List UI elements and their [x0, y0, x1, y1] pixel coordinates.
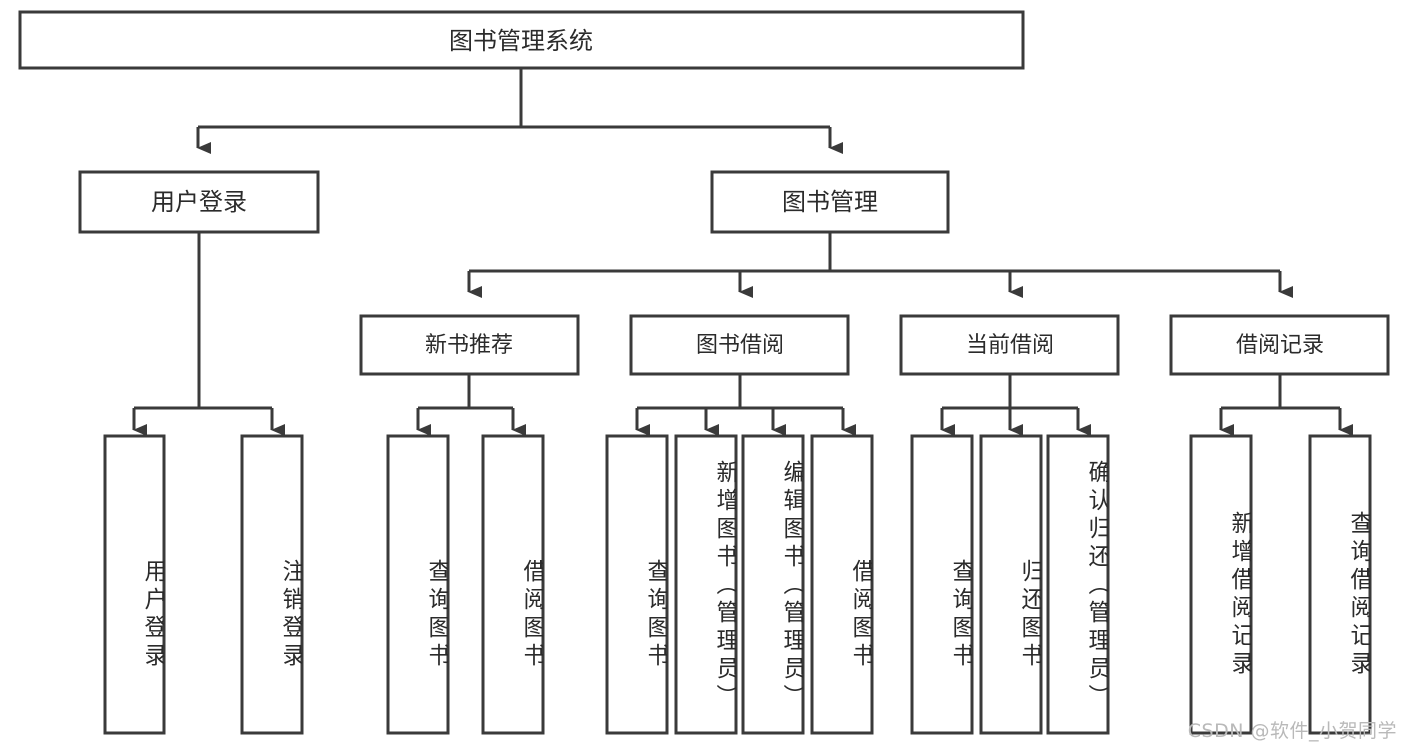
current-borrow-box[interactable] — [899, 314, 1120, 376]
node-current-borrow[interactable]: 当前借阅 — [899, 314, 1120, 376]
user-login-box[interactable] — [78, 170, 320, 234]
book-borrow-label: 图书借阅 — [696, 333, 784, 358]
connector-book-borrow-leaves — [635, 374, 856, 436]
leaf-box-add-book[interactable] — [674, 434, 738, 735]
root-label: 图书管理系统 — [449, 27, 593, 55]
connector-book-manage-bus — [467, 232, 1293, 298]
connector-root-bus — [196, 68, 843, 154]
leaf-box-query-book-3[interactable] — [910, 434, 974, 735]
root-box[interactable] — [18, 10, 1025, 70]
leaf-box-return-book[interactable] — [979, 434, 1043, 735]
node-book-manage[interactable]: 图书管理 — [710, 170, 950, 234]
user-login-label: 用户登录 — [151, 188, 247, 216]
current-borrow-label: 当前借阅 — [966, 333, 1054, 358]
leaf-box-edit-book[interactable] — [741, 434, 805, 735]
new-book-rec-label: 新书推荐 — [425, 333, 513, 358]
connector-borrow-record-leaves — [1219, 374, 1353, 436]
borrow-record-label: 借阅记录 — [1236, 333, 1324, 358]
leaf-box-query-book-1[interactable] — [386, 434, 450, 735]
leaf-box-query-record[interactable] — [1308, 434, 1372, 735]
leaf-box-borrow-book-2[interactable] — [810, 434, 874, 735]
leaf-box-add-record[interactable] — [1189, 434, 1253, 735]
node-root[interactable]: 图书管理系统 — [18, 10, 1025, 70]
leaf-box-query-book-2[interactable] — [605, 434, 669, 735]
leaf-box-confirm-return[interactable] — [1046, 434, 1110, 735]
leaf-box-logout[interactable] — [240, 434, 304, 735]
node-new-book-rec[interactable]: 新书推荐 — [359, 314, 580, 376]
node-book-borrow[interactable]: 图书借阅 — [629, 314, 850, 376]
leaf-box-borrow-book-1[interactable] — [481, 434, 545, 735]
connector-user-login-leaves — [132, 232, 285, 436]
csdn-watermark: CSDN @软件_小贺同学 — [1187, 720, 1397, 742]
connector-current-borrow-leaves — [940, 374, 1091, 436]
node-borrow-record[interactable]: 借阅记录 — [1169, 314, 1390, 376]
leaf-box-user-login[interactable] — [103, 434, 166, 735]
connector-new-book-rec-leaves — [416, 374, 526, 436]
node-user-login[interactable]: 用户登录 — [78, 170, 320, 234]
book-manage-label: 图书管理 — [782, 188, 878, 216]
new-book-rec-box[interactable] — [359, 314, 580, 376]
